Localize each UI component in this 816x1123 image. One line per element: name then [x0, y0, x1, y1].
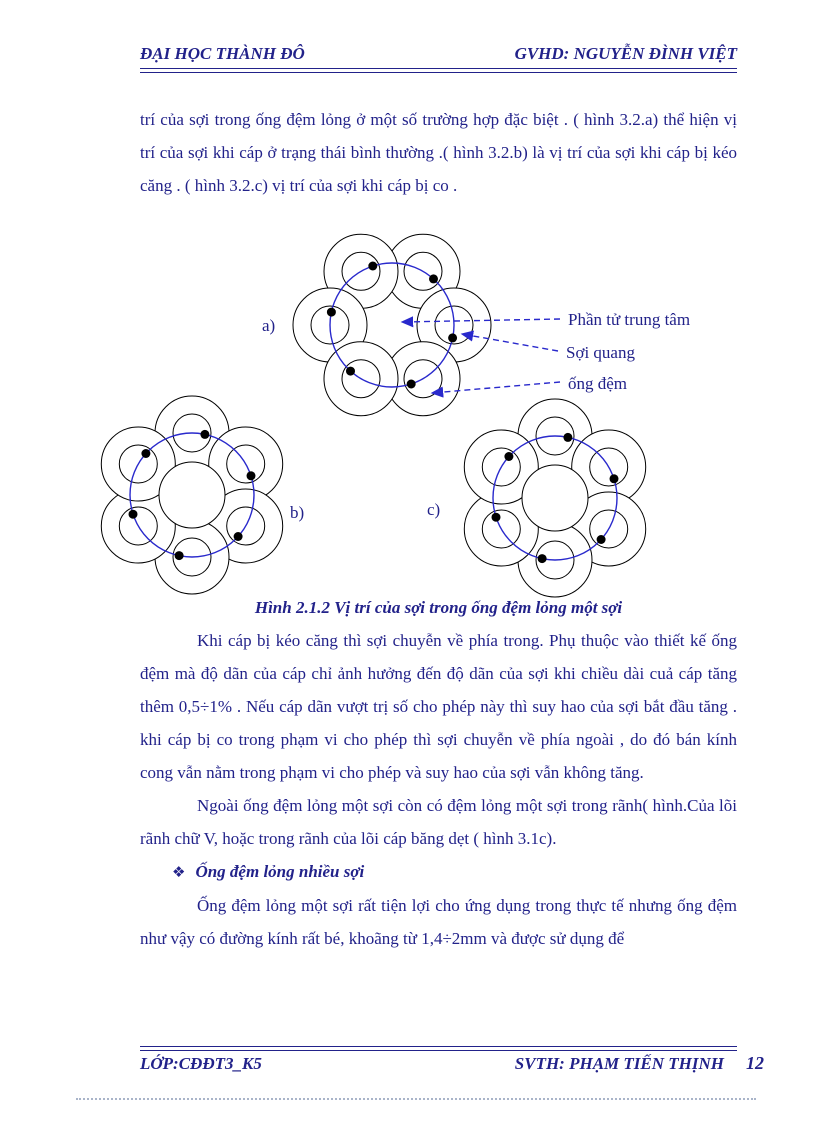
layup-circle-c: [492, 435, 618, 561]
page-number: 12: [746, 1053, 764, 1073]
label-c: c): [427, 500, 440, 519]
header-advisor: GVHD: NGUYỄN ĐÌNH VIỆT: [514, 44, 737, 63]
paragraph-tension: Khi cáp bị kéo căng thì sợi chuyễn về ph…: [140, 631, 737, 782]
fiber-dots-a: [326, 261, 458, 389]
page-header: ĐẠI HỌC THÀNH ĐÔ GVHD: NGUYỄN ĐÌNH VIỆT: [140, 44, 737, 64]
footer-right-group: SVTH: PHẠM TIẾN THỊNH 12: [515, 1053, 764, 1074]
header-double-rule: [140, 68, 737, 73]
cross-section-b: [100, 395, 284, 595]
annotation-buffer-tube: ống đệm: [568, 374, 627, 393]
fiber-dots-b: [128, 429, 256, 561]
bullet-heading-text: Ống đệm lỏng nhiều sợi: [195, 862, 365, 881]
label-a: a): [262, 316, 275, 335]
annotation-central-member: Phần tử trung tâm: [568, 310, 690, 329]
paragraph-multifiber: Ống đệm lỏng một sợi rất tiện lợi cho ứn…: [140, 896, 737, 948]
diamond-bullet-icon: ❖: [172, 863, 186, 881]
header-school-name: ĐẠI HỌC THÀNH ĐÔ: [140, 44, 305, 63]
annotation-optical-fiber: Sợi quang: [566, 343, 635, 362]
callout-arrows: [400, 316, 561, 398]
layup-circle-a: [329, 262, 455, 388]
arrow-buffer-tube: [430, 381, 561, 398]
footer-student: SVTH: PHẠM TIẾN THỊNH: [514, 1054, 724, 1073]
arrow-optical-fiber: [460, 330, 559, 352]
bullet-heading-line: ❖ Ống đệm lỏng nhiều sợi: [140, 855, 737, 889]
bottom-dotted-rule: [76, 1098, 756, 1100]
figure-cable-cross-sections: a) b) c) Phần tử trung tâm Sợi quang ống…: [100, 233, 690, 598]
body-content: trí của sợi trong ống đệm lỏng ở một số …: [140, 103, 737, 955]
central-member-b: [158, 461, 226, 529]
figure-caption: Hình 2.1.2 Vị trí của sợi trong ống đệm …: [254, 598, 623, 617]
cross-section-a: [292, 233, 492, 417]
paragraph-intro: trí của sợi trong ống đệm lỏng ở một số …: [140, 110, 737, 195]
page-footer: LỚP:CĐĐT3_K5 SVTH: PHẠM TIẾN THỊNH 12: [140, 1053, 764, 1074]
label-b: b): [290, 503, 304, 522]
footer-class: LỚP:CĐĐT3_K5: [140, 1054, 262, 1073]
footer-double-rule: [140, 1046, 737, 1051]
fiber-dots-c: [491, 432, 619, 564]
arrow-central-member: [400, 316, 561, 328]
cross-section-c: [463, 398, 647, 598]
central-member-c: [521, 464, 589, 532]
paragraph-groove: Ngoài ống đệm lỏng một sợi còn có đệm lỏ…: [140, 796, 737, 848]
layup-circle-b: [129, 432, 255, 558]
